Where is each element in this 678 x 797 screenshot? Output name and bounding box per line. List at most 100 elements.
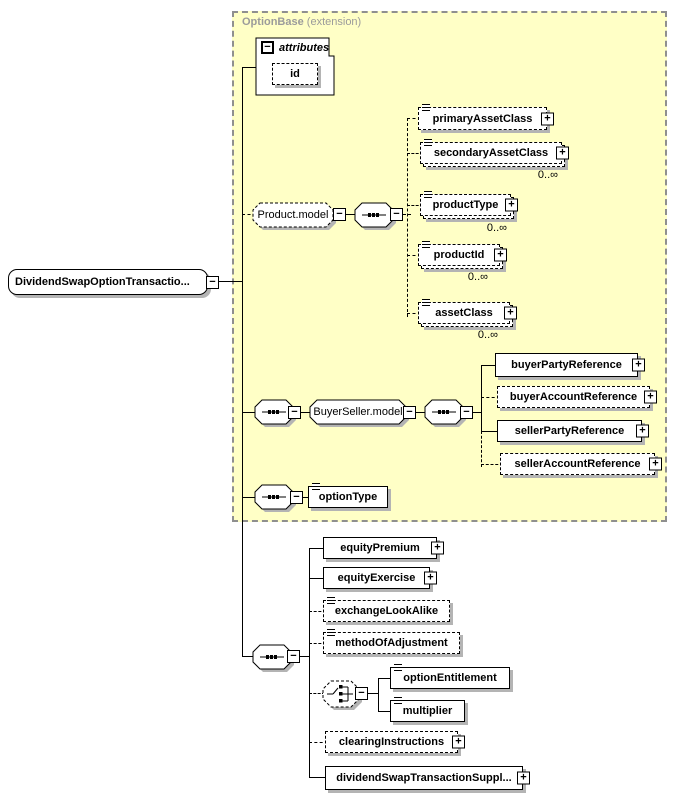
connector-line [346, 214, 355, 215]
connector-line [309, 777, 325, 778]
element-optionEntitlement[interactable]: optionEntitlement [390, 664, 510, 689]
collapse-icon[interactable]: − [460, 406, 473, 419]
product-model-group[interactable] [252, 202, 340, 233]
element-productType[interactable]: productType + [420, 191, 518, 216]
annotation-icon [327, 629, 335, 637]
element-label: clearingInstructions [338, 736, 445, 748]
connector-line [242, 214, 256, 215]
occurrence-label: 0..∞ [477, 329, 498, 341]
collapse-icon[interactable]: − [390, 208, 403, 221]
extension-container-label: OptionBase (extension) [242, 16, 361, 28]
collapse-icon[interactable]: − [355, 687, 368, 700]
element-productId[interactable]: productId + [418, 241, 507, 266]
element-label: equityPremium [340, 542, 420, 554]
expand-icon[interactable]: + [541, 112, 554, 125]
collapse-icon[interactable]: − [206, 276, 219, 289]
element-label: secondaryAssetClass [433, 147, 549, 159]
connector-line [242, 412, 255, 413]
element-sellerPartyReference[interactable]: sellerPartyReference + [497, 420, 649, 442]
expand-icon[interactable]: + [556, 146, 569, 160]
connector-line [407, 205, 423, 206]
element-label: primaryAssetClass [432, 112, 533, 125]
expand-icon[interactable]: + [644, 390, 657, 404]
element-exchangeLookAlike[interactable]: exchangeLookAlike [323, 597, 450, 622]
occurrence-label: 0..∞ [486, 222, 507, 234]
expand-icon[interactable]: + [494, 248, 507, 262]
connector-line [481, 397, 500, 398]
element-equityExercise[interactable]: equityExercise + [323, 567, 437, 589]
choice-icon[interactable] [322, 680, 366, 713]
element-label: buyerAccountReference [509, 391, 638, 403]
expand-icon[interactable]: + [505, 198, 518, 212]
connector-line [416, 412, 425, 413]
connector-line [378, 711, 390, 712]
sequence-icon[interactable] [252, 644, 298, 675]
expand-icon[interactable]: + [636, 424, 649, 438]
expand-icon[interactable]: + [452, 735, 465, 749]
collapse-icon[interactable]: − [290, 491, 303, 504]
element-clearingInstructions[interactable]: clearingInstructions + [325, 731, 465, 753]
connector-line [407, 118, 421, 119]
element-optionType[interactable]: optionType [308, 483, 388, 508]
connector-line [242, 67, 256, 68]
element-methodOfAdjustment[interactable]: methodOfAdjustment [323, 629, 460, 654]
attribute-label: id [290, 68, 300, 80]
root-element-label: DividendSwapOptionTransactio... [15, 276, 190, 288]
annotation-icon [424, 139, 432, 147]
element-label: productId [433, 249, 485, 261]
element-primaryAssetClass[interactable]: primaryAssetClass + [418, 104, 554, 130]
connector-line [303, 497, 308, 498]
connector-line [481, 365, 482, 431]
sequence-icon[interactable] [254, 399, 300, 430]
connector-line [407, 313, 421, 314]
connector-line [481, 431, 497, 432]
sequence-icon[interactable] [254, 484, 300, 515]
annotation-icon [312, 483, 320, 491]
element-label: exchangeLookAlike [334, 605, 439, 617]
element-sellerAccountReference[interactable]: sellerAccountReference + [500, 453, 662, 475]
collapse-icon[interactable]: − [288, 406, 301, 419]
buyerseller-model-group[interactable] [309, 399, 413, 430]
expand-icon[interactable]: + [504, 306, 517, 320]
extension-kind: (extension) [306, 16, 362, 28]
connector-line [378, 678, 379, 711]
connector-line [309, 742, 328, 743]
element-label: buyerPartyReference [511, 359, 622, 371]
sequence-icon[interactable] [354, 202, 400, 233]
expand-icon[interactable]: + [632, 358, 645, 372]
expand-icon[interactable]: + [649, 457, 662, 471]
annotation-icon [422, 299, 430, 307]
connector-line [309, 548, 310, 777]
connector-line [378, 678, 390, 679]
expand-icon[interactable]: + [431, 541, 444, 555]
occurrence-label: 0..∞ [467, 271, 488, 283]
annotation-icon [327, 597, 335, 605]
connector-line [300, 656, 309, 657]
connector-line [309, 578, 323, 579]
connector-line [481, 464, 503, 465]
root-element[interactable]: DividendSwapOptionTransactio... [8, 269, 208, 295]
attribute-id[interactable]: id [272, 63, 318, 85]
element-assetClass[interactable]: assetClass + [418, 299, 517, 324]
element-label: equityExercise [337, 572, 416, 584]
connector-line [242, 67, 243, 657]
element-dividendSwapTransactionSupplement[interactable]: dividendSwapTransactionSuppl... + [325, 766, 530, 790]
collapse-icon[interactable]: − [287, 650, 300, 663]
element-secondaryAssetClass[interactable]: secondaryAssetClass + [420, 139, 569, 164]
expand-icon[interactable]: + [517, 771, 530, 785]
expand-icon[interactable]: + [424, 571, 437, 585]
element-buyerAccountReference[interactable]: buyerAccountReference + [497, 386, 657, 408]
connector-line [407, 118, 408, 317]
element-multiplier[interactable]: multiplier [390, 697, 465, 722]
element-label: sellerAccountReference [514, 458, 641, 470]
element-buyerPartyReference[interactable]: buyerPartyReference + [495, 353, 645, 377]
sequence-icon[interactable] [424, 399, 470, 430]
element-label: optionType [318, 491, 378, 503]
element-equityPremium[interactable]: equityPremium + [323, 537, 444, 559]
connector-line [473, 412, 481, 413]
collapse-icon[interactable]: − [261, 41, 274, 54]
collapse-icon[interactable]: − [403, 406, 416, 419]
connector-line [309, 643, 326, 644]
collapse-icon[interactable]: − [333, 208, 346, 221]
element-label: productType [432, 199, 499, 211]
